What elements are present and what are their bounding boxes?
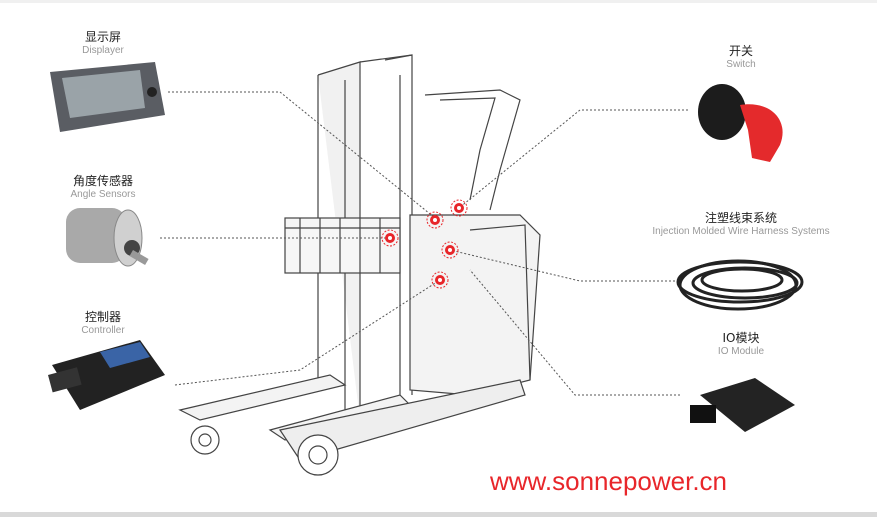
label-displayer: 显示屏 Displayer [82, 30, 124, 57]
marker-sensor [381, 229, 399, 247]
controller-image [48, 340, 165, 410]
forklift-illustration [178, 54, 541, 476]
label-zh: IO模块 [722, 331, 760, 345]
switch-image [698, 84, 783, 162]
leader-lines [160, 91, 688, 396]
wire-harness-image [676, 259, 804, 311]
label-en: Injection Molded Wire Harness Systems [652, 226, 830, 237]
label-switch: 开关 Switch [726, 44, 755, 71]
label-zh: 开关 [728, 44, 754, 58]
label-wire-harness: 注塑线束系统 Injection Molded Wire Harness Sys… [652, 211, 829, 238]
label-io-module: IO模块 IO Module [718, 331, 764, 358]
label-zh: 控制器 [84, 310, 122, 324]
label-zh: 显示屏 [84, 30, 121, 44]
label-en: Angle Sensors [70, 189, 136, 200]
marker-harness [441, 241, 459, 259]
marker-displayer [426, 211, 444, 229]
label-en: Displayer [82, 45, 124, 56]
website-url[interactable]: www.sonnepower.cn [490, 466, 728, 496]
top-divider [0, 0, 877, 3]
io-module-image [690, 378, 795, 432]
label-zh: 注塑线束系统 [704, 211, 778, 225]
marker-switch [450, 199, 468, 217]
label-zh: 角度传感器 [72, 174, 134, 188]
label-en: Switch [726, 59, 756, 70]
angle-sensor-image [66, 208, 149, 267]
label-en: Controller [81, 325, 125, 336]
label-en: IO Module [717, 346, 765, 357]
label-controller: 控制器 Controller [81, 310, 124, 337]
marker-controller [431, 271, 449, 289]
location-markers [381, 199, 468, 289]
label-angle-sensors: 角度传感器 Angle Sensors [70, 174, 135, 201]
bottom-divider [0, 512, 877, 517]
displayer-image [50, 62, 165, 132]
